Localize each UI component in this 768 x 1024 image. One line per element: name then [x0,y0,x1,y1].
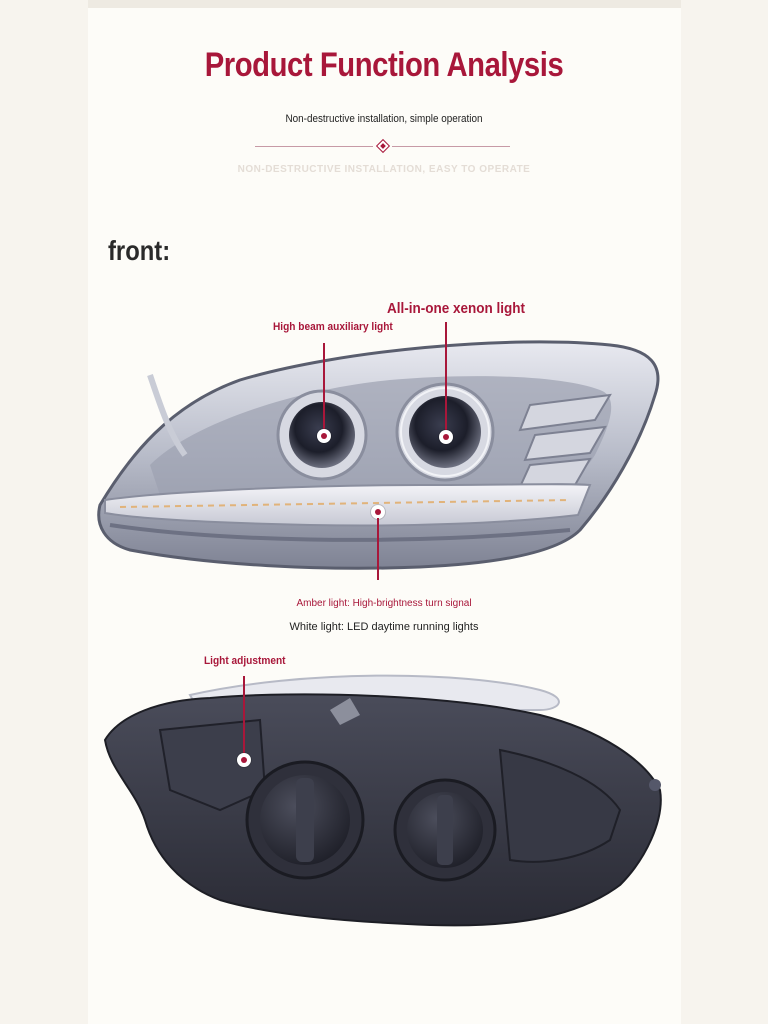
divider-line-left [255,146,373,147]
marker-adjustment [237,753,251,767]
callout-line-adjustment [243,676,245,754]
callout-xenon: All-in-one xenon light [387,300,525,317]
marker-drl [371,505,385,519]
callout-white: White light: LED daytime running lights [289,621,479,633]
callout-light-adjustment: Light adjustment [204,655,286,667]
callout-line-xenon [445,322,447,430]
callout-line-drl [377,518,379,580]
marker-xenon [439,430,453,444]
front-headlight-image [97,340,660,570]
page-title: Product Function Analysis [204,46,564,84]
divider-line-right [392,146,510,147]
page-top-strip [88,0,681,8]
marker-high-beam [317,429,331,443]
callout-line-high-beam [323,343,325,431]
ghost-subtitle: NON-DESTRUCTIVE INSTALLATION, EASY TO OP… [237,164,531,175]
callout-amber: Amber light: High-brightness turn signal [296,598,472,609]
front-heading: front: [108,235,171,266]
callout-high-beam: High beam auxiliary light [273,321,393,333]
page-subtitle: Non-destructive installation, simple ope… [285,113,483,125]
back-headlight-image [103,674,662,927]
